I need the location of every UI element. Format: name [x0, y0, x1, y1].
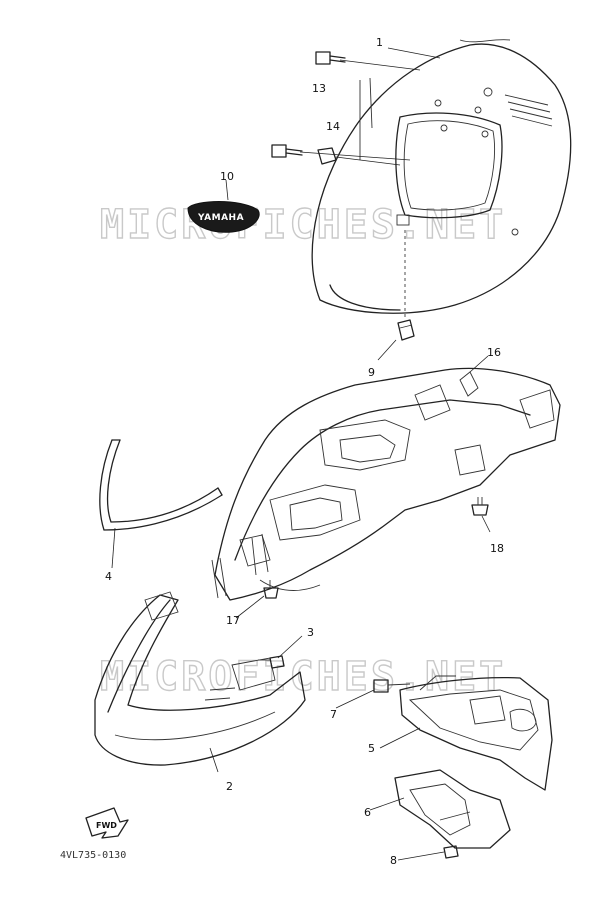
- screw-3: [258, 655, 285, 669]
- emblem-text: YAMAHA: [197, 213, 244, 223]
- rivet-18: [471, 497, 489, 516]
- rivet-17: [263, 580, 279, 599]
- trim-strip-4: [99, 439, 223, 531]
- yamaha-emblem: YAMAHA: [187, 201, 260, 233]
- label-part-4: 4: [105, 570, 112, 583]
- label-part-2: 2: [226, 780, 233, 793]
- screw-13-upper: [315, 51, 346, 65]
- front-cowl-part: [311, 39, 572, 314]
- label-part-7: 7: [330, 708, 337, 721]
- watermark-bottom: MICROFICHES.NET: [100, 654, 506, 700]
- side-cover-part-5: [399, 675, 553, 791]
- label-part-16: 16: [487, 346, 501, 359]
- label-part-13: 13: [312, 82, 326, 95]
- washer-8: [443, 845, 459, 859]
- fwd-arrow: FWD: [85, 807, 129, 839]
- bottom-cowl-part: [94, 591, 306, 766]
- screw-7: [373, 679, 411, 693]
- grommet-9: [397, 319, 415, 341]
- label-part-5: 5: [368, 742, 375, 755]
- bracket-part-6: [394, 769, 511, 849]
- screw-13-lower: [271, 144, 303, 158]
- watermark-top: MICROFICHES.NET: [100, 202, 506, 248]
- nut-14: [317, 147, 337, 165]
- label-part-8: 8: [390, 854, 397, 867]
- drawing-code: 4VL735-0130: [60, 850, 126, 861]
- label-part-17: 17: [226, 614, 240, 627]
- fwd-label: FWD: [96, 821, 117, 830]
- label-part-10: 10: [220, 170, 234, 183]
- label-part-18: 18: [490, 542, 504, 555]
- inner-panel-part: [211, 367, 561, 601]
- label-part-1: 1: [376, 36, 383, 49]
- label-part-3: 3: [307, 626, 314, 639]
- label-part-9: 9: [368, 366, 375, 379]
- label-part-6: 6: [364, 806, 371, 819]
- label-part-14: 14: [326, 120, 340, 133]
